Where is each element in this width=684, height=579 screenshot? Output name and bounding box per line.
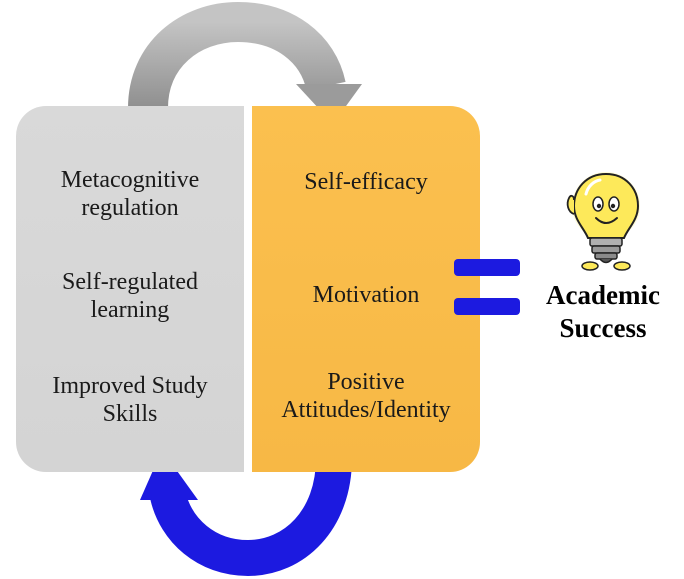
right-item-positive-attitudes: Positive Attitudes/Identity bbox=[281, 369, 451, 423]
left-item-study-skills: Improved Study Skills bbox=[52, 373, 208, 427]
right-panel: Self-efficacy Motivation Positive Attitu… bbox=[252, 106, 480, 472]
right-item-motivation: Motivation bbox=[312, 282, 420, 308]
equals-bar-top bbox=[454, 259, 520, 276]
left-item-self-regulated: Self-regulated learning bbox=[62, 269, 198, 323]
right-item-self-efficacy: Self-efficacy bbox=[304, 169, 428, 195]
result-label: Academic Success bbox=[546, 280, 660, 343]
left-panel: Metacognitive regulation Self-regulated … bbox=[16, 106, 244, 472]
equals-bar-bottom bbox=[454, 298, 520, 315]
lightbulb-mascot-icon bbox=[566, 172, 640, 271]
left-item-metacognitive: Metacognitive regulation bbox=[60, 167, 200, 221]
